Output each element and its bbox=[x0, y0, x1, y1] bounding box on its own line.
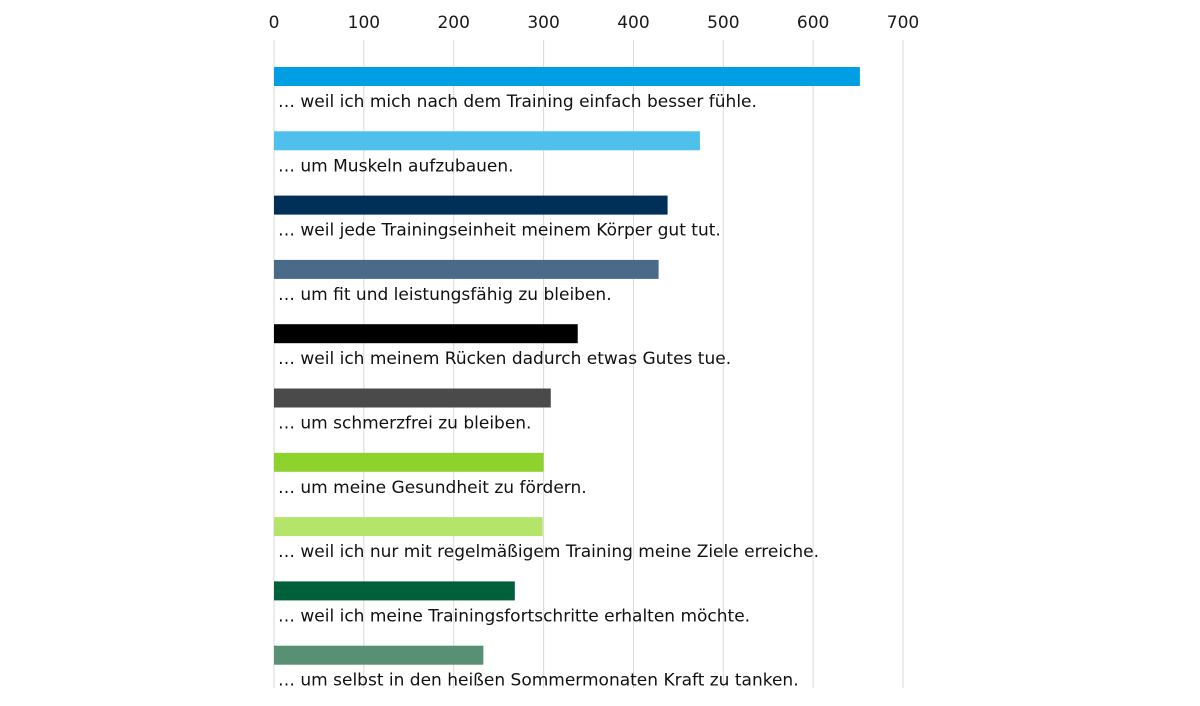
bar-10 bbox=[274, 645, 484, 665]
x-tick-label-600: 600 bbox=[797, 13, 829, 33]
category-label-8: … weil ich nur mit regelmäßigem Training… bbox=[278, 542, 819, 562]
bar-6 bbox=[274, 388, 551, 408]
bar-9 bbox=[274, 581, 515, 601]
category-label-9: … weil ich meine Trainingsfortschritte e… bbox=[278, 606, 750, 626]
bar-1 bbox=[274, 67, 860, 86]
category-labels: … weil ich mich nach dem Training einfac… bbox=[278, 92, 819, 691]
category-label-1: … weil ich mich nach dem Training einfac… bbox=[278, 92, 757, 112]
x-tick-label-500: 500 bbox=[707, 13, 739, 33]
bar-8 bbox=[274, 517, 543, 537]
category-label-4: … um fit und leistungsfähig zu bleiben. bbox=[278, 285, 612, 305]
category-label-7: … um meine Gesundheit zu fördern. bbox=[278, 478, 587, 498]
bar-7 bbox=[274, 452, 544, 472]
category-label-5: … weil ich meinem Rücken dadurch etwas G… bbox=[278, 349, 731, 369]
bar-5 bbox=[274, 324, 578, 344]
bar-2 bbox=[274, 131, 700, 151]
bar-3 bbox=[274, 195, 668, 215]
x-tick-label-700: 700 bbox=[887, 13, 919, 33]
bar-4 bbox=[274, 259, 659, 279]
x-tick-label-0: 0 bbox=[269, 13, 280, 33]
x-axis-ticks: 0 100 200 300 400 500 600 700 bbox=[269, 13, 920, 33]
category-label-6: … um schmerzfrei zu bleiben. bbox=[278, 414, 531, 434]
bars bbox=[274, 67, 860, 665]
x-tick-label-100: 100 bbox=[348, 13, 380, 33]
x-tick-label-200: 200 bbox=[437, 13, 469, 33]
category-label-10: … um selbst in den heißen Sommermonaten … bbox=[278, 671, 799, 691]
x-tick-label-400: 400 bbox=[617, 13, 649, 33]
category-label-3: … weil jede Trainingseinheit meinem Körp… bbox=[278, 221, 721, 241]
category-label-2: … um Muskeln aufzubauen. bbox=[278, 156, 514, 176]
x-tick-label-300: 300 bbox=[527, 13, 559, 33]
